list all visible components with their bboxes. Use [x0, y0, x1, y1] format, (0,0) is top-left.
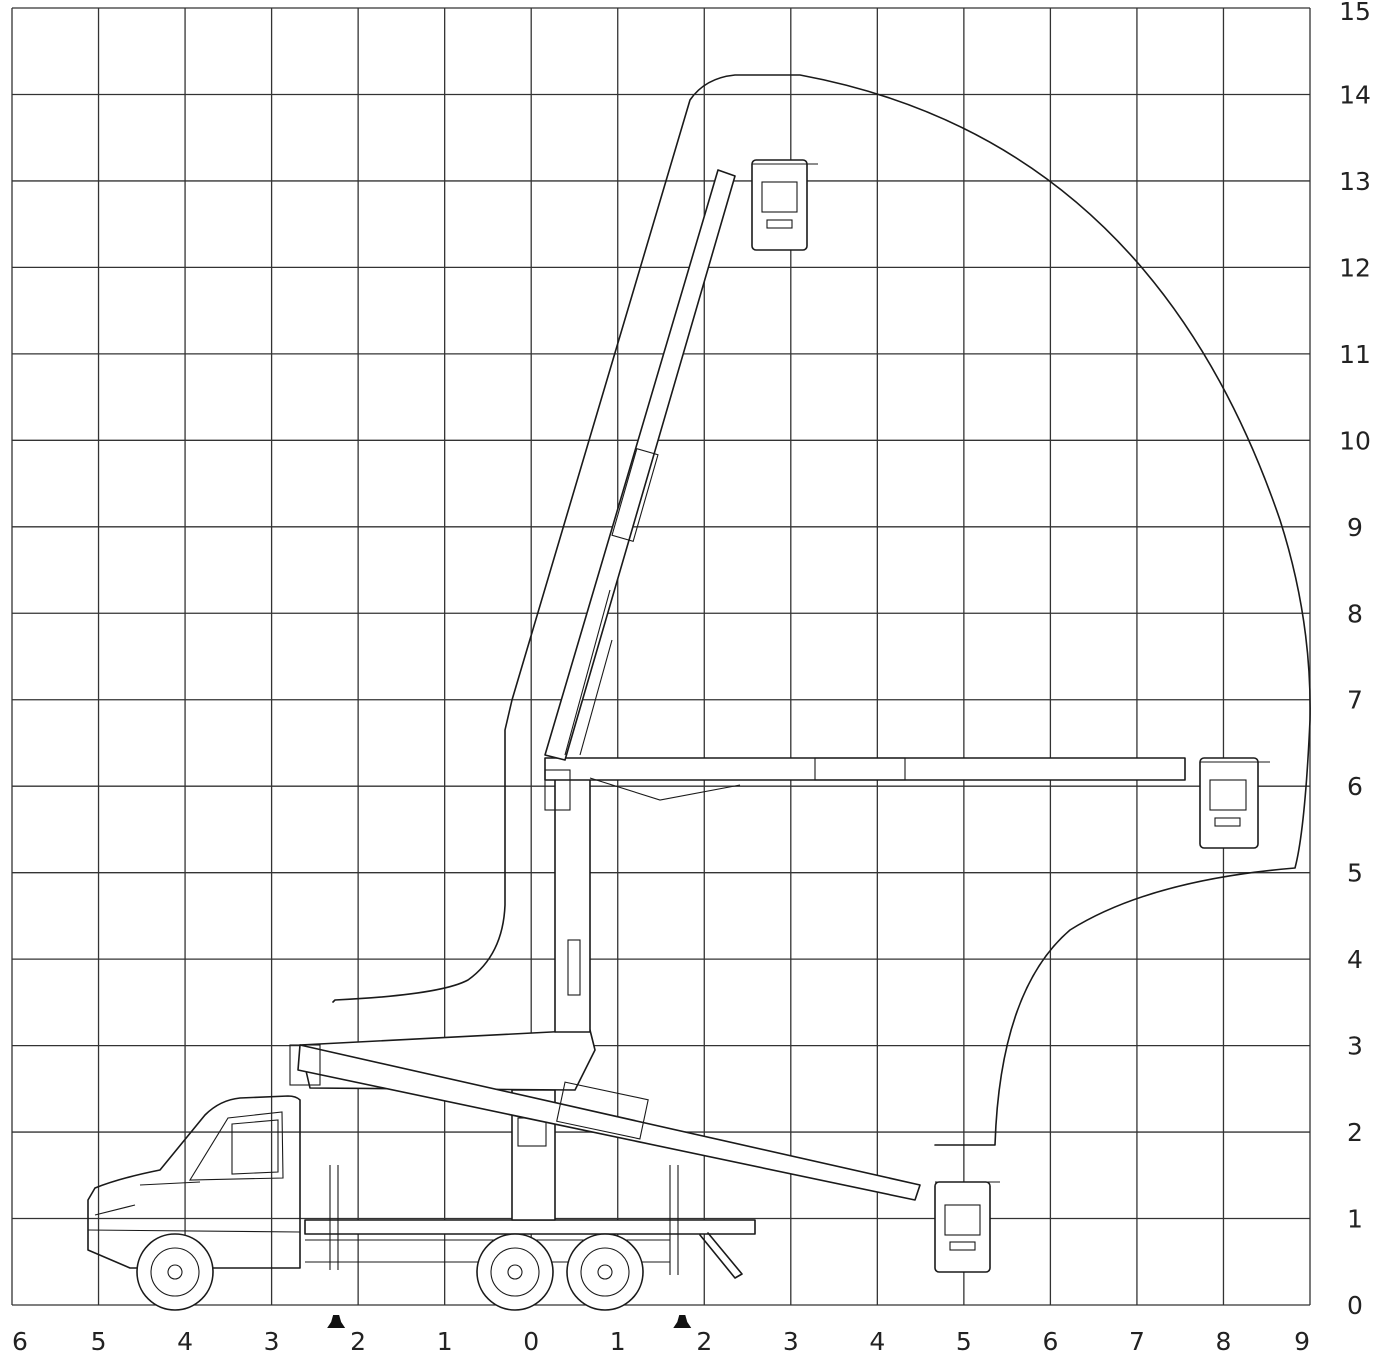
x-tick-label: 6 — [1042, 1327, 1058, 1356]
x-tick-label: 2 — [696, 1327, 712, 1356]
rear-wheel-1 — [476, 1233, 554, 1311]
x-tick-label: 3 — [264, 1327, 280, 1356]
boom-max-height — [544, 169, 736, 761]
y-tick-label: 9 — [1347, 513, 1363, 542]
outrigger-markers — [327, 1315, 692, 1328]
outrigger-marker — [673, 1315, 692, 1328]
x-axis-tick-labels: 6 5 4 3 2 1 0 1 2 3 4 5 6 7 8 9 — [12, 1327, 1310, 1356]
truck-flatbed — [304, 1219, 756, 1235]
x-tick-label: 2 — [350, 1327, 366, 1356]
working-envelope-outline — [332, 74, 1311, 1146]
boom-horizontal — [544, 757, 1186, 811]
y-tick-label: 7 — [1347, 686, 1363, 715]
outrigger-marker — [327, 1315, 346, 1328]
x-tick-label: 8 — [1216, 1327, 1232, 1356]
y-tick-label: 4 — [1347, 945, 1363, 974]
basket-horizontal — [1199, 757, 1270, 849]
y-tick-label: 13 — [1339, 167, 1371, 196]
x-tick-label: 1 — [610, 1327, 626, 1356]
x-tick-label: 7 — [1129, 1327, 1145, 1356]
front-wheel — [136, 1233, 214, 1311]
grid — [11, 7, 1311, 1306]
rear-wheel-2 — [566, 1233, 644, 1311]
boom-stowed — [289, 1029, 921, 1201]
y-tick-label: 3 — [1347, 1032, 1363, 1061]
y-tick-label: 5 — [1347, 859, 1363, 888]
x-tick-label: 3 — [783, 1327, 799, 1356]
truck — [87, 1089, 756, 1311]
x-tick-label: 4 — [177, 1327, 193, 1356]
x-tick-label: 6 — [12, 1327, 28, 1356]
y-tick-label: 2 — [1347, 1118, 1363, 1147]
y-tick-label: 15 — [1339, 0, 1371, 26]
basket-stowed — [934, 1181, 1000, 1273]
x-tick-label: 9 — [1294, 1327, 1310, 1356]
x-tick-label: 5 — [91, 1327, 107, 1356]
mast — [554, 769, 591, 1033]
x-tick-label: 1 — [437, 1327, 453, 1356]
y-tick-label: 6 — [1347, 772, 1363, 801]
y-tick-label: 10 — [1339, 426, 1371, 455]
y-tick-label: 1 — [1347, 1205, 1363, 1234]
y-tick-label: 12 — [1339, 253, 1371, 282]
x-tick-label: 4 — [869, 1327, 885, 1356]
x-tick-label: 0 — [523, 1327, 539, 1356]
y-tick-label: 8 — [1347, 599, 1363, 628]
y-tick-label: 11 — [1339, 340, 1371, 369]
y-tick-label: 14 — [1339, 80, 1371, 109]
truck-cab — [87, 1095, 301, 1269]
basket-max-height — [751, 159, 818, 251]
y-tick-label: 0 — [1347, 1291, 1363, 1320]
x-tick-label: 5 — [956, 1327, 972, 1356]
